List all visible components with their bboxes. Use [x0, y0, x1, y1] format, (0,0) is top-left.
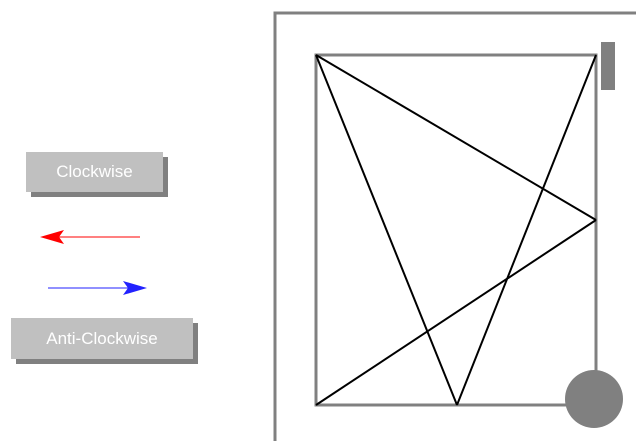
- inner-frame: [314, 53, 598, 407]
- linkage-line: [315, 54, 458, 406]
- linkage-line: [315, 54, 597, 221]
- right-arrow-icon: [48, 281, 147, 295]
- linkage-line: [456, 54, 597, 406]
- outer-frame: [273, 11, 636, 441]
- left-arrow-icon: [40, 230, 140, 244]
- handle-icon[interactable]: [601, 42, 615, 90]
- anti-clockwise-button-label: Anti-Clockwise: [46, 328, 158, 348]
- linkage-line: [315, 219, 597, 406]
- linkage-lines: [315, 54, 597, 406]
- clockwise-button[interactable]: Clockwise: [26, 152, 163, 192]
- anti-clockwise-button[interactable]: Anti-Clockwise: [11, 318, 193, 359]
- clockwise-button-label: Clockwise: [56, 162, 133, 181]
- knob-icon[interactable]: [565, 370, 623, 428]
